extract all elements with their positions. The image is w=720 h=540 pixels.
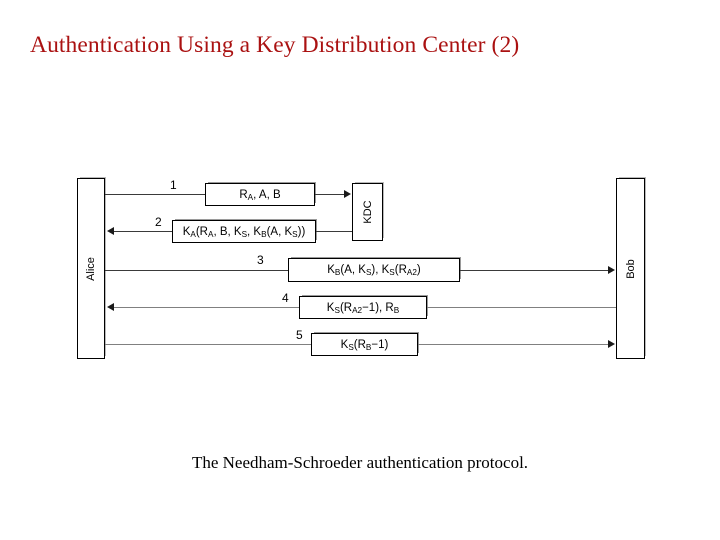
message-line-1-right — [315, 194, 344, 195]
page-title: Authentication Using a Key Distribution … — [30, 32, 520, 58]
message-line-3-left — [105, 270, 288, 271]
message-number-5: 5 — [296, 328, 303, 342]
entity-label-alice: Alice — [85, 256, 97, 281]
arrow-head-2 — [107, 227, 114, 235]
arrow-head-1 — [344, 190, 351, 198]
entity-box-alice: Alice — [77, 178, 105, 359]
entity-label-bob: Bob — [624, 258, 637, 279]
arrow-head-4 — [107, 303, 114, 311]
message-line-5-left — [105, 344, 311, 345]
message-number-2: 2 — [155, 215, 162, 229]
message-number-3: 3 — [257, 253, 264, 267]
message-line-1-left — [105, 194, 205, 195]
arrow-head-5 — [608, 340, 615, 348]
entity-label-kdc: KDC — [361, 200, 374, 224]
message-number-1: 1 — [170, 178, 177, 192]
message-line-2-right — [316, 231, 352, 232]
message-line-3-right — [460, 270, 608, 271]
message-line-5-right — [418, 344, 608, 345]
message-line-4-right — [427, 307, 616, 308]
arrow-head-3 — [608, 266, 615, 274]
entity-box-kdc: KDC — [352, 183, 383, 241]
message-line-2-left — [114, 231, 172, 232]
message-line-4-left — [114, 307, 299, 308]
entity-box-bob: Bob — [616, 178, 645, 359]
figure-caption: The Needham-Schroeder authentication pro… — [191, 453, 529, 472]
message-number-4: 4 — [282, 291, 289, 305]
